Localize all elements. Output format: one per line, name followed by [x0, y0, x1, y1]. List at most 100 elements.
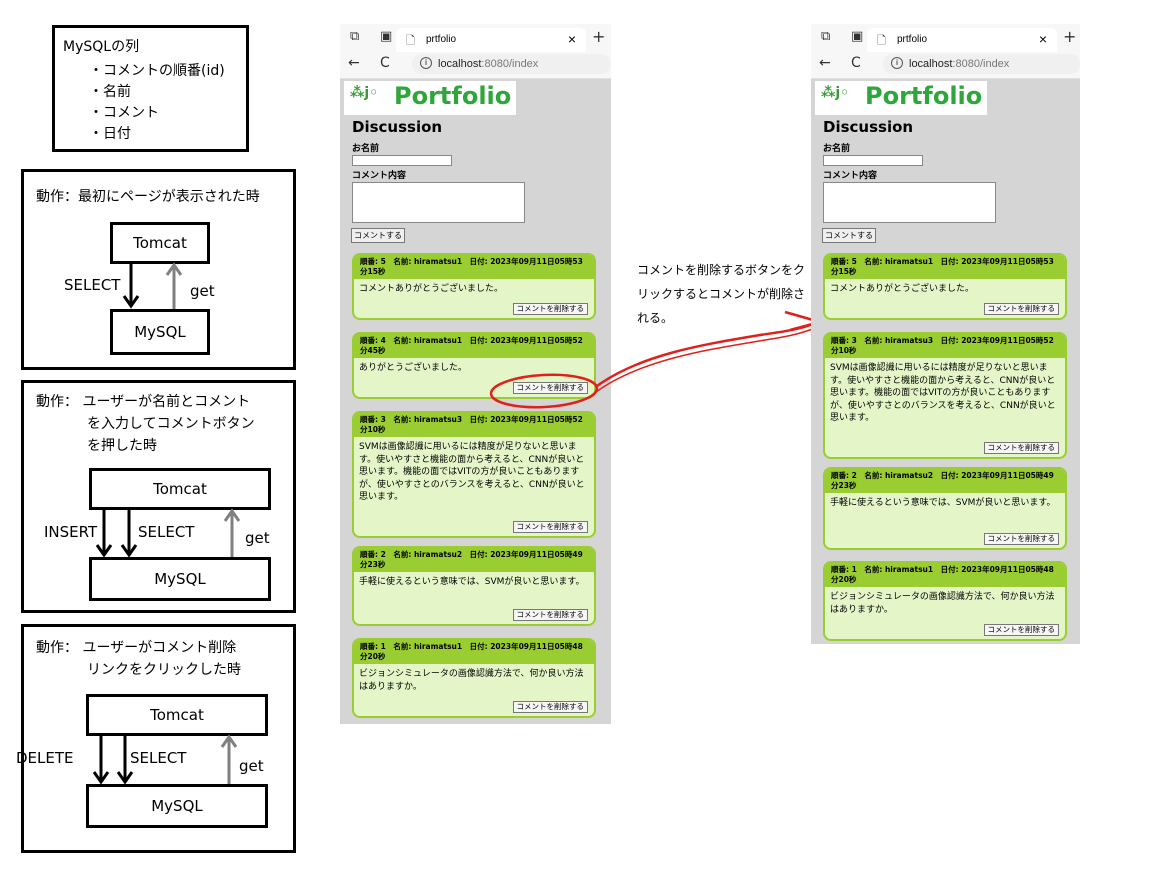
get-label: get — [239, 757, 264, 775]
mysql-column-id: ・コメントの順番(id) — [89, 63, 225, 79]
mysql-columns-box: MySQLの列 ・コメントの順番(id) ・名前 ・コメント ・日付 — [52, 25, 249, 152]
get-label: get — [190, 282, 215, 300]
delete-select-get-arrows — [92, 734, 238, 785]
browser-chrome: ⧉ ▣ 🗋 prtfolio × + ← C i localhost:8080/… — [340, 24, 611, 79]
browser-before: ⧉ ▣ 🗋 prtfolio × + ← C i localhost:8080/… — [340, 24, 611, 724]
tab-close-icon[interactable]: × — [1038, 31, 1047, 47]
delete-comment-button[interactable]: コメントを削除する — [983, 624, 1059, 636]
mysql-node: MySQL — [89, 557, 271, 601]
annotation-line3: れる。 — [637, 311, 674, 325]
comment-label: コメント内容 — [352, 171, 407, 181]
site-info-icon[interactable]: i — [420, 57, 432, 69]
select-label: SELECT — [64, 276, 121, 294]
comment-card: 順番: 5 名前: hiramatsu1 日付: 2023年09月11日05時5… — [352, 253, 596, 320]
comment-label: コメント内容 — [823, 171, 878, 181]
tab-close-icon[interactable]: × — [567, 31, 576, 47]
tomcat-node: Tomcat — [110, 222, 210, 264]
delete-comment-button[interactable]: コメントを削除する — [512, 609, 588, 621]
tab-actions-icon[interactable]: ▣ — [380, 29, 393, 44]
comment-card: 順番: 3 名前: hiramatsu3 日付: 2023年09月11日05時5… — [352, 411, 596, 538]
comment-header: 順番: 3 名前: hiramatsu3 日付: 2023年09月11日05時5… — [825, 334, 1065, 358]
site-info-icon[interactable]: i — [891, 57, 903, 69]
portfolio-logo[interactable]: ⁂j◦ Portfolio — [815, 81, 987, 115]
comment-header: 順番: 5 名前: hiramatsu1 日付: 2023年09月11日05時5… — [825, 255, 1065, 279]
discussion-heading: Discussion — [352, 118, 443, 136]
portfolio-logo[interactable]: ⁂j◦ Portfolio — [344, 81, 516, 115]
delete-comment-button[interactable]: コメントを削除する — [983, 442, 1059, 454]
comment-card: 順番: 2 名前: hiramatsu2 日付: 2023年09月11日05時4… — [823, 467, 1067, 550]
comment-body: 手軽に使えるという意味では、SVMが良いと思います。 — [359, 577, 585, 587]
new-tab-icon[interactable]: + — [592, 27, 606, 46]
delete-comment-button[interactable]: コメントを削除する — [983, 303, 1059, 315]
delete-comment-button[interactable]: コメントを削除する — [512, 521, 588, 533]
mysql-node: MySQL — [110, 309, 210, 355]
browser-chrome: ⧉ ▣ 🗋 prtfolio × + ← C i localhost:8080/… — [811, 24, 1080, 79]
new-tab-icon[interactable]: + — [1063, 27, 1077, 46]
comment-header: 順番: 1 名前: hiramatsu1 日付: 2023年09月11日05時4… — [354, 640, 594, 664]
mysql-node: MySQL — [86, 784, 268, 828]
delete-comment-button[interactable]: コメントを削除する — [512, 701, 588, 713]
annotation-line1: コメントを削除するボタンをク — [637, 263, 806, 277]
comment-header: 順番: 2 名前: hiramatsu2 日付: 2023年09月11日05時4… — [825, 469, 1065, 493]
address-bar[interactable]: i localhost:8080/index — [412, 54, 611, 74]
comment-card: 順番: 3 名前: hiramatsu3 日付: 2023年09月11日05時5… — [823, 332, 1067, 459]
portfolio-page: ⁂j◦ Portfolio Discussion お名前 コメント内容 コメント… — [811, 79, 1080, 644]
insert-select-get-arrows — [95, 508, 241, 558]
browser-tab[interactable]: 🗋 prtfolio × — [396, 28, 586, 52]
delete-comment-button[interactable]: コメントを削除する — [512, 382, 588, 394]
logo-mark-icon: ⁂j◦ — [821, 85, 850, 101]
logo-mark-icon: ⁂j◦ — [350, 85, 379, 101]
insert-label: INSERT — [44, 523, 98, 541]
tab-actions-icon[interactable]: ▣ — [851, 29, 864, 44]
logo-text: Portfolio — [394, 82, 512, 110]
mysql-column-date: ・日付 — [89, 126, 131, 142]
workspaces-icon[interactable]: ⧉ — [350, 29, 360, 44]
comment-body: SVMは画像認識に用いるには精度が足りないと思います。使いやすさと機能の面から考… — [830, 363, 1056, 423]
submit-comment-button[interactable]: コメントする — [822, 228, 876, 243]
comment-header: 順番: 3 名前: hiramatsu3 日付: 2023年09月11日05時5… — [354, 413, 594, 437]
flow-panel-delete: 動作： ユーザーがコメント削除 リンクをクリックした時 Tomcat MySQL… — [16, 624, 296, 853]
delete-comment-button[interactable]: コメントを削除する — [983, 533, 1059, 545]
mysql-column-name: ・名前 — [89, 84, 131, 100]
panel-caption-line2: を入力してコメントボタン — [87, 416, 255, 432]
logo-text: Portfolio — [865, 82, 983, 110]
get-label: get — [245, 529, 270, 547]
delete-comment-button[interactable]: コメントを削除する — [512, 303, 588, 315]
comment-body: 手軽に使えるという意味では、SVMが良いと思います。 — [830, 498, 1056, 508]
name-input[interactable] — [352, 155, 452, 166]
back-icon[interactable]: ← — [348, 55, 360, 71]
mysql-columns-title: MySQLの列 — [63, 39, 140, 55]
workspaces-icon[interactable]: ⧉ — [821, 29, 831, 44]
comment-header: 順番: 2 名前: hiramatsu2 日付: 2023年09月11日05時4… — [354, 548, 594, 572]
address-bar[interactable]: i localhost:8080/index — [883, 54, 1080, 74]
comment-body: コメントありがとうございました。 — [830, 284, 975, 294]
url-text: localhost:8080/index — [438, 58, 539, 70]
comment-body: SVMは画像認識に用いるには精度が足りないと思います。使いやすさと機能の面から考… — [359, 442, 585, 502]
back-icon[interactable]: ← — [819, 55, 831, 71]
browser-after: ⧉ ▣ 🗋 prtfolio × + ← C i localhost:8080/… — [811, 24, 1080, 644]
flow-panel-initial-load: 動作：最初にページが表示された時 Tomcat MySQL SELECT get — [21, 169, 296, 370]
comment-textarea[interactable] — [352, 182, 525, 223]
tab-title: prtfolio — [897, 34, 928, 45]
comment-textarea[interactable] — [823, 182, 996, 223]
comment-card: 順番: 5 名前: hiramatsu1 日付: 2023年09月11日05時5… — [823, 253, 1067, 320]
name-label: お名前 — [823, 144, 851, 154]
submit-comment-button[interactable]: コメントする — [351, 228, 405, 243]
reload-icon[interactable]: C — [380, 55, 390, 71]
panel-caption-line1: 動作： ユーザーが名前とコメント — [36, 394, 251, 410]
panel-caption: 動作：最初にページが表示された時 — [36, 189, 260, 205]
tomcat-node: Tomcat — [89, 468, 271, 510]
browser-tab[interactable]: 🗋 prtfolio × — [867, 28, 1057, 52]
select-label: SELECT — [138, 523, 195, 541]
mysql-column-comment: ・コメント — [89, 105, 159, 121]
page-icon: 🗋 — [406, 35, 415, 47]
flow-panel-insert: 動作： ユーザーが名前とコメント を入力してコメントボタン を押した時 Tomc… — [21, 380, 296, 613]
comment-card: 順番: 2 名前: hiramatsu2 日付: 2023年09月11日05時4… — [352, 546, 596, 626]
comment-body: ありがとうございました。 — [359, 363, 468, 373]
comment-card: 順番: 4 名前: hiramatsu1 日付: 2023年09月11日05時5… — [352, 332, 596, 399]
reload-icon[interactable]: C — [851, 55, 861, 71]
name-input[interactable] — [823, 155, 923, 166]
annotation-line2: リックするとコメントが削除さ — [637, 287, 806, 301]
panel-caption-line3: を押した時 — [87, 438, 157, 454]
